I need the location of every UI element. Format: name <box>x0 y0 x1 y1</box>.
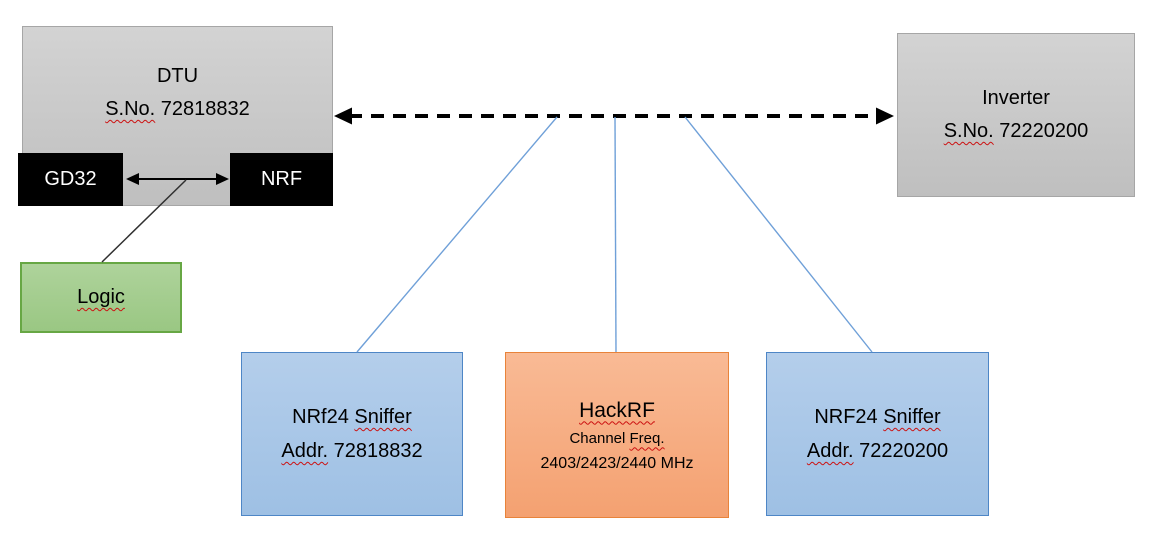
inverter-title: Inverter <box>982 87 1050 109</box>
connector-line-sniffer1 <box>356 116 558 353</box>
inverter-box: Inverter S.No. 72220200 <box>897 33 1135 197</box>
dtu-title: DTU <box>156 65 199 87</box>
nrf-label: NRF <box>260 168 303 190</box>
nrf24-sniffer-2-box: NRF24 Sniffer Addr. 72220200 <box>766 352 989 516</box>
logic-box: Logic <box>20 262 182 333</box>
sniffer2-title: NRF24 Sniffer <box>814 406 941 428</box>
hackrf-title: HackRF <box>579 398 655 422</box>
nrf-box: NRF <box>230 153 333 206</box>
logic-label: Logic <box>77 286 125 308</box>
hackrf-frequencies: 2403/2423/2440 MHz <box>540 454 694 472</box>
sniffer1-title: NRf24 Sniffer <box>292 406 412 428</box>
sniffer2-addr: Addr. 72220200 <box>806 440 949 462</box>
dtu-serial: S.No. 72818832 <box>105 98 250 120</box>
hackrf-box: HackRF Channel Freq. 2403/2423/2440 MHz <box>505 352 729 518</box>
hackrf-channel-freq-label: Channel Freq. <box>569 429 665 447</box>
dashed-link-arrowhead-right <box>876 107 894 125</box>
connector-line-sniffer2 <box>684 116 873 353</box>
gd32-label: GD32 <box>44 168 97 190</box>
sniffer1-addr: Addr. 72818832 <box>281 440 423 462</box>
connector-line-hackrf <box>614 116 617 353</box>
gd32-box: GD32 <box>18 153 123 206</box>
dashed-link-arrowhead-left <box>334 107 352 125</box>
inverter-serial: S.No. 72220200 <box>943 120 1089 142</box>
nrf24-sniffer-1-box: NRf24 Sniffer Addr. 72818832 <box>241 352 463 516</box>
